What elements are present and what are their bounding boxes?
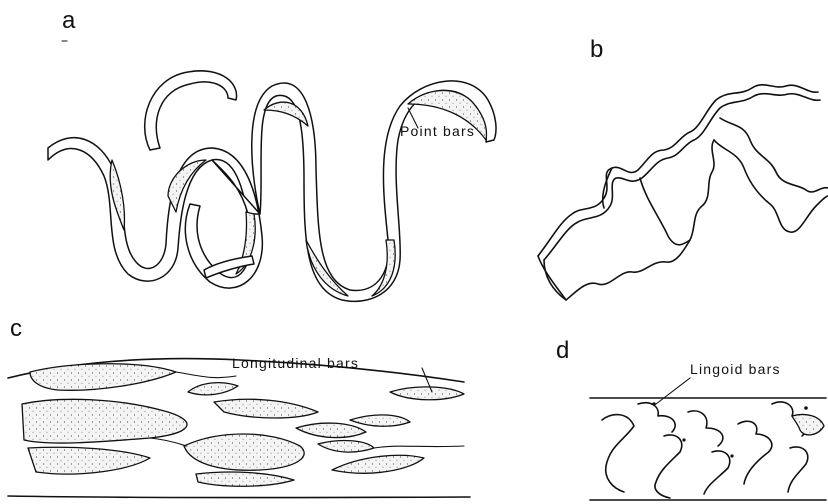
bar-tip-mark — [652, 402, 656, 406]
longitudinal-bar — [196, 472, 294, 486]
anastomosing-channel — [544, 260, 566, 300]
longitudinal-bar — [332, 455, 424, 473]
channel-thread — [374, 446, 464, 448]
panel-c-letter: c — [10, 315, 22, 342]
lingoid-bar-front — [738, 421, 772, 484]
panel-a-letter: a — [62, 7, 76, 34]
anastomosing-channel — [640, 178, 690, 245]
longitudinal-bar — [184, 434, 304, 470]
longitudinal-bar — [350, 415, 410, 426]
lingoid-bar-front — [688, 411, 723, 446]
panel-d-letter: d — [556, 337, 569, 364]
channel-thread — [150, 438, 186, 446]
lingoid-bar-front — [655, 435, 682, 498]
channel-thread — [176, 372, 236, 378]
oxbow-channel — [145, 71, 237, 150]
longitudinal-bars-label: Longitudinal bars — [232, 355, 359, 371]
longitudinal-bar — [214, 399, 318, 418]
bar-tip-mark — [804, 406, 808, 410]
lingoid-bar-front — [638, 403, 675, 432]
longitudinal-bar — [318, 441, 374, 453]
panel-a-meandering: a Point bars — [48, 7, 496, 301]
longitudinal-bar — [390, 387, 464, 400]
channel-bank-lower — [8, 496, 470, 498]
lingoid-bar-front — [704, 451, 730, 494]
panel-d-lingoid: d Lingoid bars — [556, 337, 826, 500]
lingoid-bars-label: Lingoid bars — [690, 361, 781, 377]
longitudinal-bar — [296, 423, 366, 438]
lingoid-bar-front — [602, 415, 634, 492]
panel-b-anastomosing: b — [538, 36, 828, 300]
panel-c-braided: c Longitudinal bars — [8, 315, 470, 498]
bar-tip-mark — [730, 454, 733, 457]
bar-tip-mark — [682, 438, 685, 441]
panel-b-letter: b — [590, 36, 603, 63]
longitudinal-bar — [28, 447, 150, 474]
anastomosing-channel — [714, 140, 828, 232]
longitudinal-bar — [22, 399, 187, 443]
longitudinal-bar — [188, 383, 238, 395]
point-bars-label: Point bars — [400, 123, 475, 139]
lingoid-bar — [792, 414, 824, 434]
lingoid-bars-leader-line — [656, 378, 690, 404]
anastomosing-channel — [720, 118, 828, 192]
lingoid-bar-front — [788, 447, 808, 492]
longitudinal-bar — [30, 364, 176, 391]
